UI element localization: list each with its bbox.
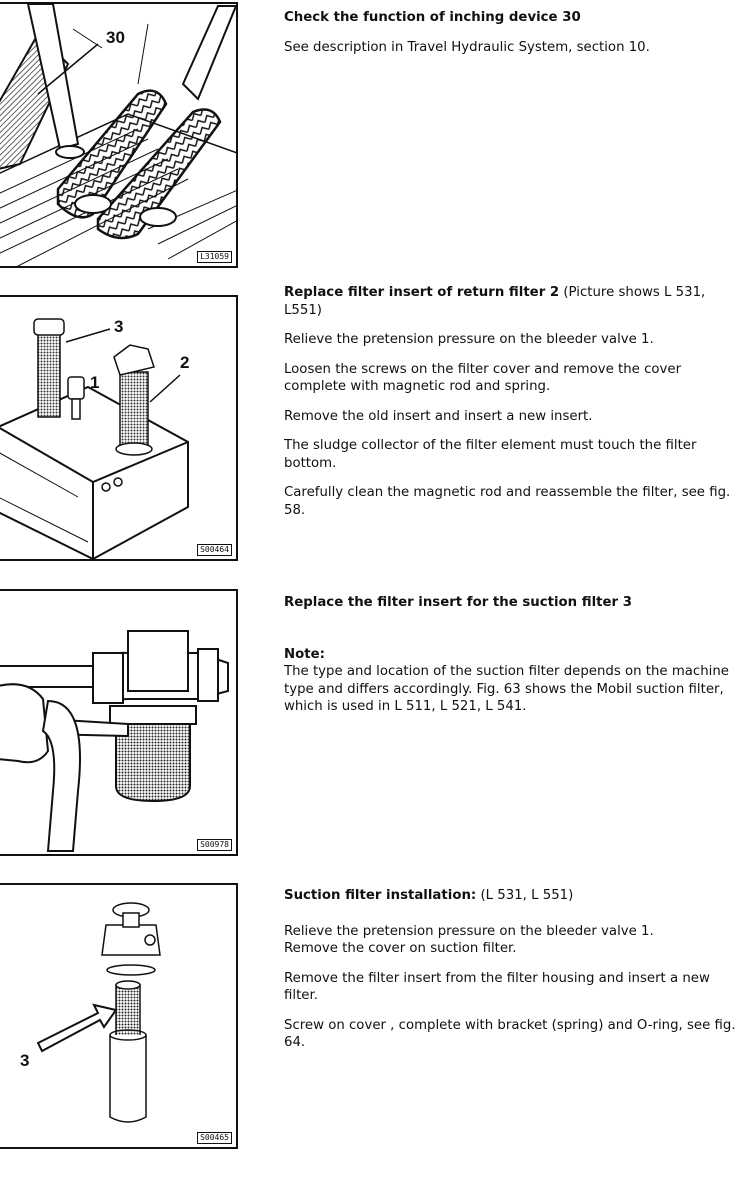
heading-text: Replace the filter insert for the suctio… [284,595,632,610]
heading-text: Replace filter insert of return filter 2 [284,285,560,300]
suction-filter-installation-illustration [36,902,161,1123]
callout-1: 1 [90,373,100,392]
section-inching-device: Check the function of inching device 30 … [284,9,742,68]
section-heading: Check the function of inching device 30 [284,9,742,27]
figure-code: S00465 [197,1132,232,1144]
heading-suffix: (Picture shows L 531, L551) [284,285,706,318]
section-suction-filter: Replace the filter insert for the suctio… [284,594,742,728]
paragraph: Screw on cover , complete with bracket (… [284,1017,736,1051]
callout-3-suction: 3 [20,1051,30,1070]
pedal-illustration [0,4,236,266]
paragraph: Carefully clean the magnetic rod and rea… [284,485,731,518]
note: Note: The type and location of the sucti… [284,646,742,716]
figure-code: S00464 [197,544,232,556]
figure-suction-filter: S00978 [0,589,238,856]
heading-text: Check the function of inching device 30 [284,10,581,25]
paragraph: The sludge collector of the filter eleme… [284,438,697,471]
paragraph: Remove the old insert and insert a new i… [284,408,593,424]
suction-filter-illustration [0,630,229,852]
note-text: The type and location of the suction fil… [284,664,729,714]
paragraph: See description in Travel Hydraulic Syst… [284,39,650,55]
figure-code: S00978 [197,839,232,851]
figure-inching-pedals: 30 L31059 [0,2,238,268]
paragraph: Relieve the pretension pressure on the b… [284,923,654,957]
figure-code: L31059 [197,251,232,263]
figure-return-filter: 3 2 1 S00464 [0,295,238,561]
section-heading: Replace filter insert of return filter 2… [284,284,742,319]
paragraph: Remove the filter insert from the filter… [284,970,710,1004]
callout-2: 2 [180,353,190,372]
heading-suffix: (L 531, L 551) [476,888,574,903]
section-heading: Suction filter installation: (L 531, L 5… [284,887,742,905]
paragraph: Relieve the pretension pressure on the b… [284,332,654,347]
section-suction-filter-installation: Suction filter installation: (L 531, L 5… [284,887,742,1064]
section-heading: Replace the filter insert for the suctio… [284,594,742,612]
section-return-filter: Replace filter insert of return filter 2… [284,284,742,531]
return-filter-illustration [0,318,189,559]
note-label: Note: [284,646,325,662]
heading-text: Suction filter installation: [284,888,477,903]
paragraph: Loosen the screws on the filter cover an… [284,361,682,395]
figure-suction-filter-installation: 3 S00465 [0,883,238,1149]
callout-3: 3 [114,317,124,336]
callout-30: 30 [106,28,125,47]
